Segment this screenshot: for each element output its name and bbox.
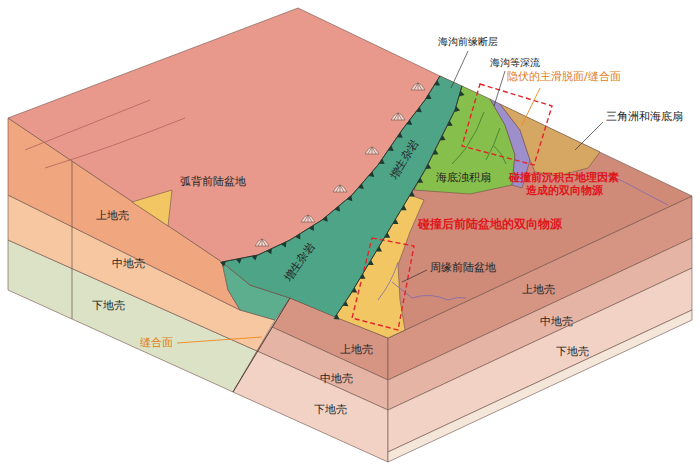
fan-symbol	[365, 147, 379, 154]
fold-line	[25, 100, 150, 150]
leader-line	[575, 122, 603, 150]
fault-line	[72, 161, 73, 319]
thrust-tooth	[416, 107, 422, 112]
fan-channel	[452, 112, 506, 164]
thrust-tooth	[397, 132, 403, 137]
thrust-tooth	[335, 206, 341, 212]
turbidite-fan	[414, 86, 515, 194]
fan-symbol	[333, 185, 347, 192]
crust-label: 上地壳	[96, 210, 129, 223]
thrust-tooth	[236, 258, 242, 263]
thrust-tooth	[454, 106, 460, 112]
leader-line	[494, 71, 505, 106]
thrust-fault	[222, 76, 440, 262]
thrust-tooth	[351, 287, 357, 292]
suture-line	[233, 298, 290, 392]
leader-line	[522, 88, 540, 125]
thrust-tooth	[388, 146, 394, 151]
crust-label: 中地壳	[320, 373, 353, 386]
thrust-tooth	[266, 248, 271, 254]
thrust-tooth	[447, 121, 453, 126]
leader-line	[402, 270, 427, 282]
accretion-label: 增生杂岩	[388, 138, 422, 182]
thrust-tooth	[334, 314, 340, 319]
thrust-tooth	[433, 149, 439, 154]
thrust-tooth	[434, 80, 440, 85]
base-strip-right	[388, 310, 692, 462]
thrust-tooth	[409, 191, 415, 196]
leader-line	[451, 51, 468, 88]
crust-label: 下地壳	[556, 346, 589, 359]
detachment-label: 隐伏的主滑脱面/缝合面	[507, 71, 621, 84]
thrust-tooth	[393, 219, 399, 224]
turbidite-label: 海底浊积扇	[436, 172, 491, 185]
fold-line	[45, 118, 185, 168]
thrust-tooth	[347, 195, 353, 201]
dashed-box	[352, 238, 414, 330]
retroarc-foreland-basin	[132, 190, 172, 226]
basin-label: 周缘前陆盆地	[430, 262, 496, 275]
crust-label: 下地壳	[92, 300, 125, 313]
thrust-tooth	[251, 255, 257, 260]
contour-current-label: 海沟等深流	[490, 57, 540, 69]
thrust-tooth	[220, 261, 226, 266]
thrust-tooth	[384, 233, 390, 238]
fan-symbol	[301, 215, 315, 222]
thrust-tooth	[406, 120, 412, 125]
thrust-tooth	[368, 260, 374, 265]
crust-label: 上地壳	[522, 284, 555, 297]
thrust-tooth	[426, 94, 432, 99]
peripheral-foreland-basin	[335, 195, 424, 338]
fan-symbol	[391, 113, 405, 120]
basin-label: 弧背前陆盆地	[180, 176, 246, 189]
lower-crust-lower-plate	[233, 351, 388, 462]
thrust-tooth	[379, 159, 385, 164]
thrust-tooth	[343, 301, 349, 306]
thrust-tooth	[440, 135, 446, 140]
dashed-box	[462, 84, 552, 165]
crust-label: 中地壳	[540, 316, 573, 329]
leader-line	[177, 337, 262, 343]
thrust-tooth	[417, 178, 423, 183]
fan-symbol	[411, 83, 425, 90]
crust-label: 中地壳	[112, 258, 145, 271]
accretion-label: 增生杂岩	[282, 240, 318, 283]
thrust-tooth	[360, 274, 366, 279]
thrust-tooth	[369, 171, 375, 177]
accretion-complex-top	[222, 76, 462, 317]
fan-symbol	[255, 239, 269, 246]
source-note: 碰撞后前陆盆地的双向物源	[418, 218, 562, 231]
thrust-tooth	[401, 205, 407, 210]
thrust-tooth	[376, 246, 382, 251]
suture-label: 缝合面	[140, 337, 173, 350]
thrust-fault	[335, 86, 462, 317]
crust-label: 上地壳	[340, 344, 373, 357]
source-note: 碰撞前沉积古地理因素造成的双向物源	[506, 172, 623, 197]
delta-label: 三角洲和海底扇	[606, 111, 683, 124]
thrust-tooth	[358, 183, 364, 189]
thrust-tooth	[459, 91, 465, 97]
thrust-tooth	[295, 234, 300, 240]
trench-fault-label: 海沟前缘断层	[438, 36, 498, 48]
thrust-tooth	[425, 164, 431, 169]
thrust-tooth	[322, 216, 328, 222]
thrust-tooth	[281, 242, 286, 248]
crust-label: 下地壳	[314, 404, 347, 417]
thrust-tooth	[309, 225, 314, 231]
